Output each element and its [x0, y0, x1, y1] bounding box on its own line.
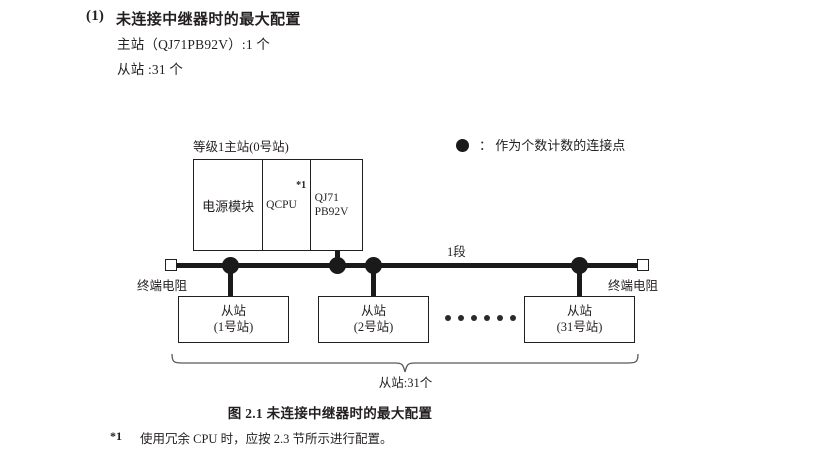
slave-station-box-1: 从站 (1号站) [178, 296, 289, 343]
drop-line-slave-2 [371, 265, 376, 297]
slave-station-number: (1号站) [213, 319, 254, 334]
legend-label: ： 作为个数计数的连接点 [479, 138, 626, 153]
master-cell-power-supply-label: 电源模块 [202, 198, 255, 214]
slave-group-brace-label: 从站:31个 [0, 372, 821, 391]
ellipsis-dots-icon [445, 315, 516, 321]
section-number: (1) [86, 8, 105, 24]
slave-station-title: 从站 [566, 303, 592, 318]
spec-slave-count: 从站 :31 个 [117, 62, 184, 77]
connection-point-dot [329, 257, 346, 274]
slave-station-title: 从站 [360, 303, 386, 318]
slave-group-brace [170, 352, 640, 374]
spec-master-count: 主站（QJ71PB92V）:1 个 [117, 37, 271, 52]
slave-group-brace-text: 从站:31个 [378, 376, 433, 390]
slave-station-title: 从站 [220, 303, 246, 318]
terminator-right-icon [637, 259, 649, 271]
connection-point-dot [365, 257, 382, 274]
drop-line-slave-3 [577, 265, 582, 297]
master-cell-qcpu: QCPU *1 [263, 160, 311, 250]
master-station-caption: 等级1主站(0号站) [193, 140, 289, 154]
legend-filled-circle-icon [456, 139, 469, 152]
footnote-text: 使用冗余 CPU 时，应按 2.3 节所示进行配置。 [140, 432, 393, 446]
slave-station-number: (2号站) [353, 319, 394, 334]
slave-station-number: (31号站) [556, 319, 603, 334]
terminator-left-icon [165, 259, 177, 271]
footnote-marker: *1 [110, 429, 122, 443]
brace-icon [171, 353, 639, 373]
bus-trunk-line [175, 263, 643, 268]
figure-caption: 图 2.1 未连接中继器时的最大配置 [227, 406, 433, 421]
drop-line-slave-1 [228, 265, 233, 297]
master-cell-qcpu-label: QCPU [266, 199, 297, 211]
slave-station-box-31: 从站 (31号站) [524, 296, 635, 343]
connection-point-dot [571, 257, 588, 274]
master-cell-power-supply: 电源模块 [194, 160, 264, 250]
terminator-left-label: 终端电阻 [137, 279, 188, 293]
segment-count-label: 1段 [447, 245, 466, 259]
connection-point-dot [222, 257, 239, 274]
slave-station-box-2: 从站 (2号站) [318, 296, 429, 343]
terminator-right-label: 终端电阻 [608, 279, 659, 293]
section-title: 未连接中继器时的最大配置 [116, 12, 301, 28]
master-cell-qcpu-footnote-marker: *1 [296, 180, 307, 191]
